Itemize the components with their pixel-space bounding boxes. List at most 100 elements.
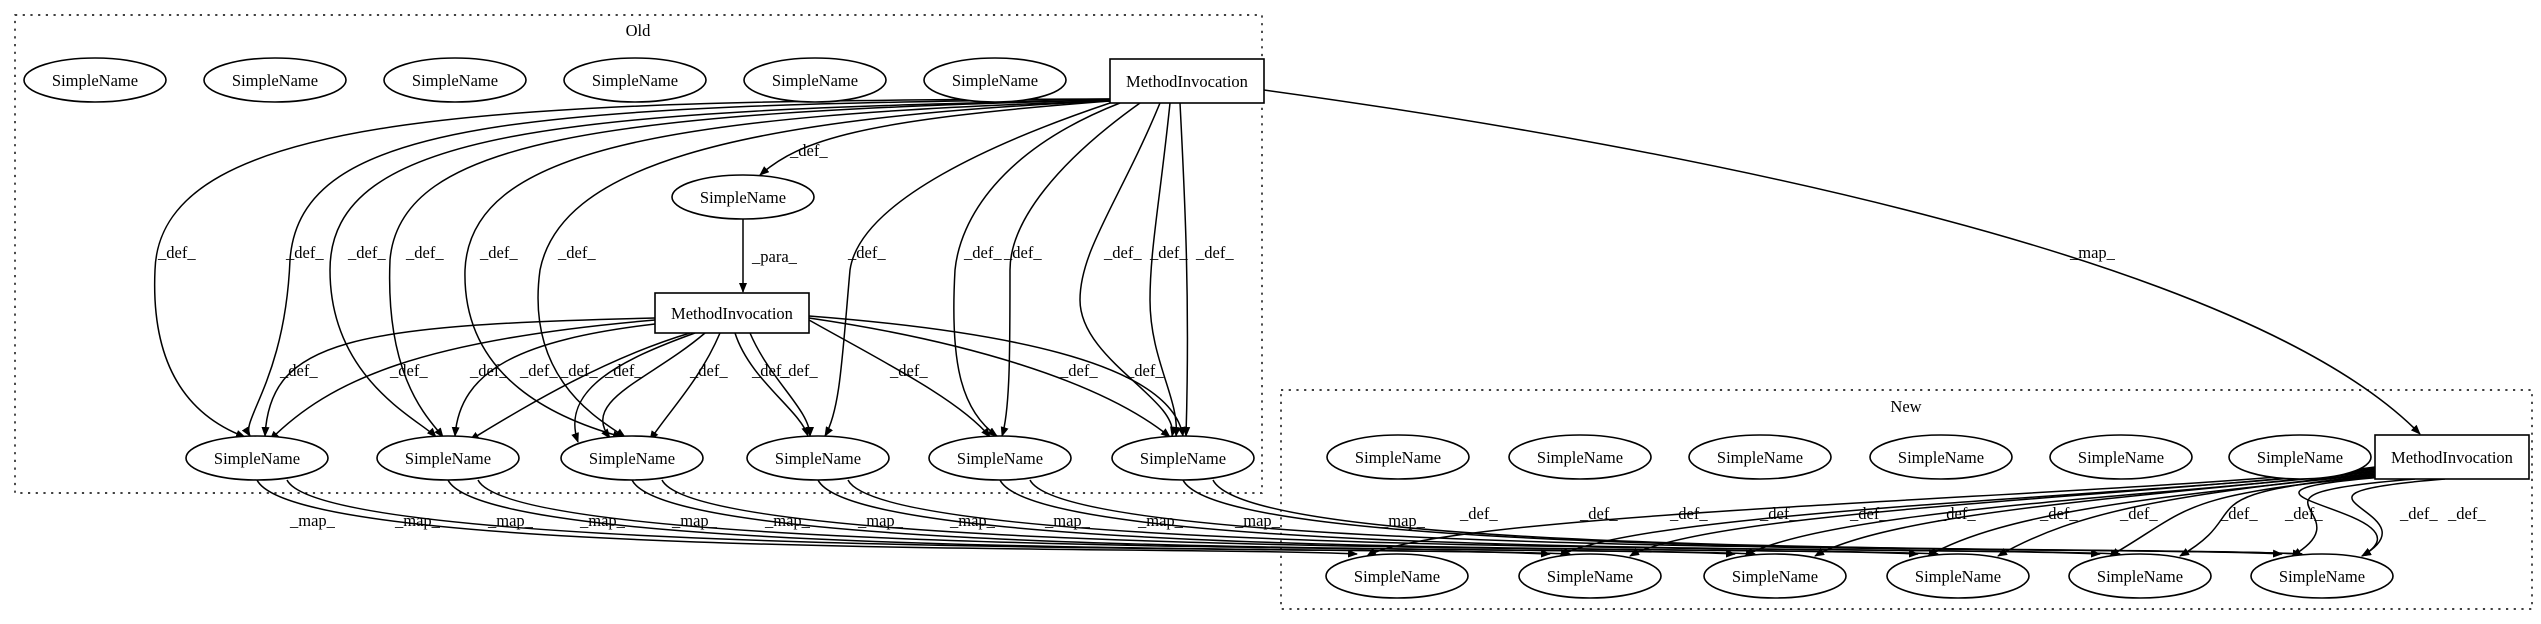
edge-def bbox=[153, 98, 1111, 438]
cluster-old-label: Old bbox=[626, 21, 652, 40]
edge-def bbox=[749, 332, 814, 437]
ellipse-shape bbox=[2228, 434, 2372, 480]
edge-def bbox=[1149, 102, 1181, 437]
new-simplename-unconnected: SimpleName bbox=[1508, 434, 1652, 480]
edge-label-def: _def_ bbox=[1459, 504, 1498, 523]
new-simplename-node: SimpleName bbox=[2068, 553, 2212, 599]
ellipse-shape bbox=[1886, 553, 2030, 599]
edge-def bbox=[2291, 478, 2416, 557]
edge-def bbox=[953, 102, 1121, 437]
edge-def bbox=[601, 332, 706, 439]
edge-label-map: _map_ bbox=[289, 511, 336, 530]
edge-def bbox=[1179, 102, 1191, 437]
old-simplename-node: SimpleName bbox=[376, 435, 520, 481]
edge-label-def: _def_ bbox=[1003, 243, 1042, 262]
node-label: SimpleName bbox=[2078, 448, 2164, 467]
cluster-new-label: New bbox=[1890, 397, 1921, 416]
edge-label-def: _def_ bbox=[1759, 504, 1798, 523]
edge-label-def: _def_ bbox=[285, 243, 324, 262]
old-methodinvocation-root: MethodInvocation bbox=[1109, 58, 1265, 104]
edge-label-map: _map_ bbox=[1137, 511, 1184, 530]
edge-label-def: _def_ bbox=[751, 361, 790, 380]
ellipse-shape bbox=[1508, 434, 1652, 480]
edge-label-def: _def_ bbox=[789, 141, 828, 160]
ellipse-shape bbox=[1325, 553, 1469, 599]
ellipse-shape bbox=[1688, 434, 1832, 480]
edge-def bbox=[1079, 102, 1178, 437]
node-label: SimpleName bbox=[412, 71, 498, 90]
edge-label-map: _map_ bbox=[394, 511, 441, 530]
new-simplename-unconnected: SimpleName bbox=[2228, 434, 2372, 480]
new-methodinvocation-root: MethodInvocation bbox=[2374, 434, 2530, 480]
edge-label-def: _def_ bbox=[557, 243, 596, 262]
edge-label-def: _def_ bbox=[1937, 504, 1976, 523]
node-label: SimpleName bbox=[1732, 567, 1818, 586]
edge-label-def: _def_ bbox=[2284, 504, 2323, 523]
ellipse-shape bbox=[203, 57, 347, 103]
edge-label-def: _def_ bbox=[604, 361, 643, 380]
edge-def bbox=[1366, 466, 2376, 557]
node-label: MethodInvocation bbox=[1126, 72, 1248, 91]
ellipse-shape bbox=[671, 174, 815, 220]
edge-label-def: _def_ bbox=[405, 243, 444, 262]
ellipse-shape bbox=[923, 57, 1067, 103]
ellipse-shape bbox=[746, 435, 890, 481]
ellipse-shape bbox=[563, 57, 707, 103]
new-simplename-node: SimpleName bbox=[1886, 553, 2030, 599]
node-label: SimpleName bbox=[1355, 448, 1441, 467]
node-label: SimpleName bbox=[772, 71, 858, 90]
edge-label-map: _map_ bbox=[1044, 511, 1091, 530]
edge-label-def: _def_ bbox=[347, 243, 386, 262]
ellipse-shape bbox=[23, 57, 167, 103]
ellipse-shape bbox=[376, 435, 520, 481]
edge-label-def: _def_ bbox=[2119, 504, 2158, 523]
ellipse-shape bbox=[743, 57, 887, 103]
edge-map bbox=[1212, 479, 2303, 558]
old-simplename-node: SimpleName bbox=[560, 435, 704, 481]
edge-label-map: _map_ bbox=[949, 511, 996, 530]
node-label: SimpleName bbox=[2097, 567, 2183, 586]
edge-label-def: _def_ bbox=[2399, 504, 2438, 523]
old-simplename-node: SimpleName bbox=[928, 435, 1072, 481]
node-label: SimpleName bbox=[1140, 449, 1226, 468]
edge-label-def: _def_ bbox=[2039, 504, 2078, 523]
edge-map bbox=[256, 479, 1358, 558]
cluster-old: Old bbox=[14, 14, 1263, 494]
edge-label-def: _def_ bbox=[1149, 243, 1188, 262]
edge-def bbox=[2351, 478, 2446, 557]
ellipse-shape bbox=[1326, 434, 1470, 480]
edge-label-def: _def_ bbox=[963, 243, 1002, 262]
edge-label-def: _def_ bbox=[1669, 504, 1708, 523]
ellipse-shape bbox=[1869, 434, 2013, 480]
node-label: SimpleName bbox=[405, 449, 491, 468]
edge-def bbox=[824, 102, 1111, 437]
edge-label-map: _map_ bbox=[764, 511, 811, 530]
node-label: SimpleName bbox=[589, 449, 675, 468]
edge-label-para: _para_ bbox=[751, 247, 798, 266]
edge-def bbox=[2109, 475, 2376, 557]
cluster-new: New bbox=[1280, 389, 2533, 610]
edge-def bbox=[1629, 467, 2376, 557]
node-label: SimpleName bbox=[957, 449, 1043, 468]
edge-def bbox=[571, 332, 696, 443]
edge-def bbox=[537, 100, 1111, 438]
ellipse-shape bbox=[928, 435, 1072, 481]
new-simplename-unconnected: SimpleName bbox=[2049, 434, 2193, 480]
old-simplename-unconnected: SimpleName bbox=[23, 57, 167, 103]
edge-def bbox=[1000, 102, 1141, 437]
node-label: SimpleName bbox=[1354, 567, 1440, 586]
edge-label-map: _map_ bbox=[2069, 243, 2116, 262]
ellipse-shape bbox=[2250, 553, 2394, 599]
new-simplename-unconnected: SimpleName bbox=[1688, 434, 1832, 480]
old-simplename-unconnected: SimpleName bbox=[203, 57, 347, 103]
new-simplename-node: SimpleName bbox=[1518, 553, 1662, 599]
old-simplename-unconnected: SimpleName bbox=[743, 57, 887, 103]
edge-def bbox=[649, 332, 721, 441]
edge-map bbox=[631, 479, 1736, 558]
edge-label-def: _def_ bbox=[1059, 361, 1098, 380]
edge-def bbox=[808, 315, 1186, 437]
node-label: SimpleName bbox=[232, 71, 318, 90]
old-methodinvocation-inner: MethodInvocation bbox=[654, 292, 810, 334]
edge-def bbox=[469, 332, 691, 441]
edge-label-map: _map_ bbox=[1379, 511, 1426, 530]
